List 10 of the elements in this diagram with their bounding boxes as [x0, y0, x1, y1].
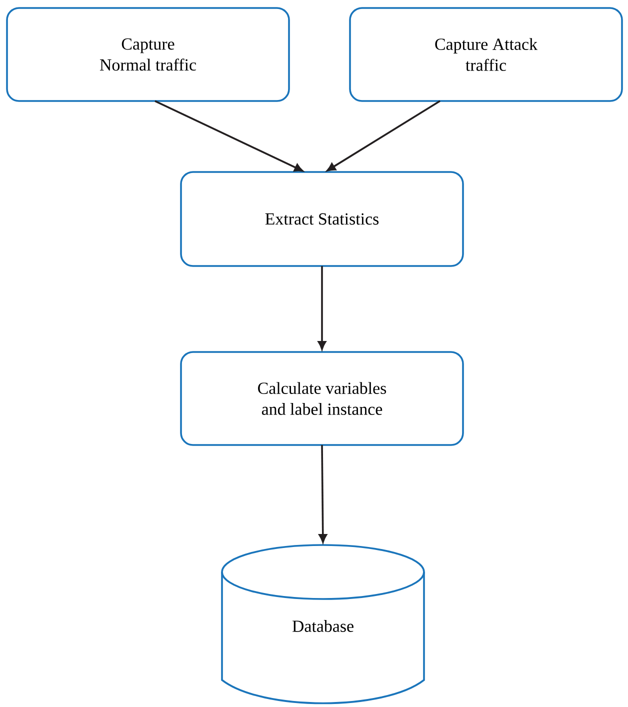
process-box: Capture Attack traffic	[349, 7, 623, 102]
process-box: Capture Normal traffic	[6, 7, 290, 102]
arrow	[318, 266, 326, 350]
arrow	[154, 100, 304, 172]
process-box: Calculate variables and label instance	[180, 351, 464, 446]
arrow	[326, 100, 440, 172]
node-label: Database	[292, 620, 354, 632]
database-cylinder: Database	[221, 544, 425, 704]
process-box: Extract Statistics	[180, 171, 464, 267]
arrow	[318, 445, 328, 543]
